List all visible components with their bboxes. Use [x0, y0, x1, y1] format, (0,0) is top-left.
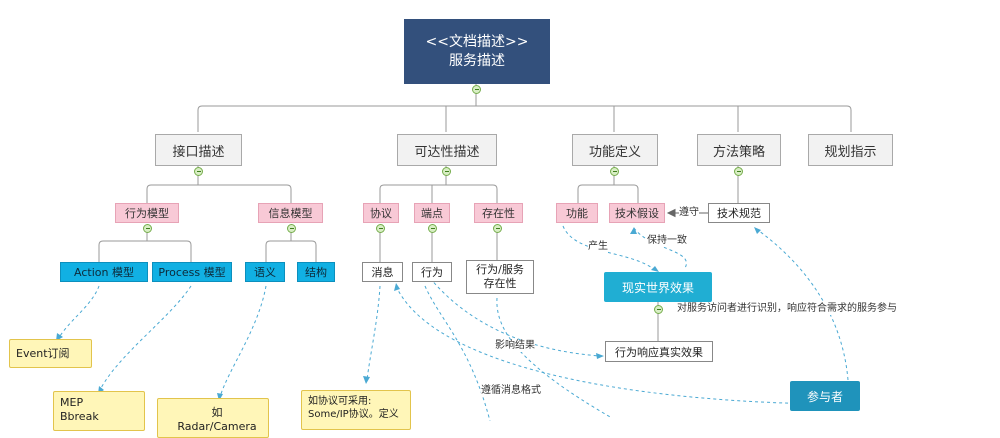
node-semantics[interactable]: 语义 [245, 262, 285, 282]
node-message[interactable]: 消息 [362, 262, 403, 282]
node-text-line: 存在性 [483, 277, 517, 290]
edge-label-influence: 影响结果 [495, 340, 535, 352]
node-info-model[interactable]: 信息模型 [258, 203, 323, 223]
note-mep[interactable]: MEP Bbreak [53, 391, 145, 431]
node-behavior-response[interactable]: 行为响应真实效果 [605, 341, 713, 362]
collapse-icon[interactable] [376, 224, 385, 233]
node-endpoint[interactable]: 端点 [414, 203, 450, 223]
note-radar-camera[interactable]: 如Radar/Camera [157, 398, 269, 438]
collapse-icon[interactable] [143, 224, 152, 233]
node-tech-spec[interactable]: 技术规范 [708, 203, 770, 223]
note-text-line: Some/IP协议。定义 [308, 409, 399, 420]
node-action-model[interactable]: Action 模型 [60, 262, 148, 282]
collapse-icon[interactable] [428, 224, 437, 233]
edge-label-produce: 产生 [588, 241, 608, 253]
root-title-line1: <<文档描述>> [425, 33, 529, 50]
note-event-subscription[interactable]: Event订阅 [9, 339, 92, 368]
collapse-icon[interactable] [610, 167, 619, 176]
collapse-icon[interactable] [442, 167, 451, 176]
note-text-line: MEP [60, 396, 84, 409]
edge-label-follow: 遵守 [679, 207, 699, 219]
edge-label-identify: 对服务访问者进行识别，响应符合需求的服务参与 [677, 303, 897, 315]
node-behavior[interactable]: 行为 [412, 262, 452, 282]
node-behavior-model[interactable]: 行为模型 [115, 203, 179, 223]
note-text-line: 如协议可采用: [308, 396, 372, 407]
collapse-icon[interactable] [287, 224, 296, 233]
node-structure[interactable]: 结构 [297, 262, 335, 282]
node-participants[interactable]: 参与者 [790, 381, 860, 411]
node-interface-desc[interactable]: 接口描述 [155, 134, 242, 166]
note-text-line: Bbreak [60, 410, 99, 423]
root-title-line2: 服务描述 [449, 52, 505, 69]
node-behavior-service-presence[interactable]: 行为/服务 存在性 [466, 260, 534, 294]
node-tech-assumption[interactable]: 技术假设 [609, 203, 665, 223]
node-real-world-effect[interactable]: 现实世界效果 [604, 272, 712, 302]
node-method-strategy[interactable]: 方法策略 [697, 134, 781, 166]
collapse-icon[interactable] [194, 167, 203, 176]
collapse-icon[interactable] [493, 224, 502, 233]
node-planning[interactable]: 规划指示 [808, 134, 893, 166]
edge-label-follow-message-format: 遵循消息格式 [481, 385, 541, 397]
collapse-icon[interactable] [734, 167, 743, 176]
collapse-icon[interactable] [654, 305, 663, 314]
note-protocol-example[interactable]: 如协议可采用: Some/IP协议。定义 [301, 390, 411, 430]
node-text-line: 行为/服务 [476, 263, 524, 276]
collapse-icon[interactable] [472, 85, 481, 94]
node-reachability-desc[interactable]: 可达性描述 [397, 134, 497, 166]
node-function-def[interactable]: 功能定义 [572, 134, 658, 166]
root-node[interactable]: <<文档描述>> 服务描述 [404, 19, 550, 84]
node-protocol[interactable]: 协议 [363, 203, 399, 223]
node-function[interactable]: 功能 [556, 203, 598, 223]
edge-label-keep-consistent: 保持一致 [647, 235, 687, 247]
node-process-model[interactable]: Process 模型 [152, 262, 232, 282]
mindmap-connectors [56, 84, 852, 421]
node-presence[interactable]: 存在性 [474, 203, 523, 223]
